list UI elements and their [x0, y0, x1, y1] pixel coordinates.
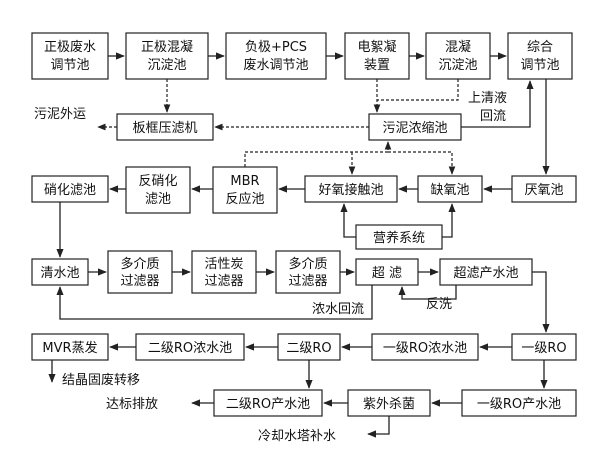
svg-text:营养系统: 营养系统 — [373, 230, 425, 246]
svg-text:活性炭: 活性炭 — [204, 257, 243, 272]
svg-text:装置: 装置 — [364, 58, 390, 73]
node-yiji-ro-chanshuichi: 一级RO产水池 — [461, 389, 577, 417]
node-haoyang-jiechuchi: 好氧接触池 — [304, 175, 398, 203]
svg-text:二级RO浓水池: 二级RO浓水池 — [148, 341, 232, 356]
node-hunning-chendianchi: 混凝 沉淀池 — [425, 32, 491, 80]
node-chaolv-chanshuichi: 超滤产水池 — [439, 258, 533, 286]
svg-text:综合: 综合 — [527, 40, 553, 55]
node-yanyangchi: 厌氧池 — [511, 175, 577, 203]
node-qingshuichi: 清水池 — [31, 258, 89, 286]
node-yiji-ro: 一级RO — [511, 333, 577, 361]
label-huiliu: 回流 — [480, 109, 506, 124]
svg-text:过滤器: 过滤器 — [120, 274, 159, 289]
label-shangqingye: 上清液 — [468, 91, 507, 106]
node-mvr-zhengfa: MVR蒸发 — [31, 333, 109, 361]
svg-text:多介质: 多介质 — [288, 256, 327, 272]
node-ziwai-shajun: 紫外杀菌 — [347, 389, 431, 417]
label-nongshui-huiliu: 浓水回流 — [312, 302, 364, 317]
label-fanxi: 反洗 — [426, 297, 452, 312]
node-duojiezhi-guolvqi-2: 多介质 过滤器 — [275, 250, 341, 294]
svg-text:调节池: 调节池 — [520, 58, 559, 73]
svg-text:硝化滤池: 硝化滤池 — [44, 183, 96, 198]
node-fanxiaohua-lvchi: 反硝化 滤池 — [125, 166, 191, 214]
node-yiji-ro-nongshuichi: 一级RO浓水池 — [371, 333, 479, 361]
node-xiaohua-lvchi: 硝化滤池 — [31, 175, 109, 203]
node-erji-ro-nongshuichi: 二级RO浓水池 — [135, 333, 245, 361]
svg-text:板框压滤机: 板框压滤机 — [132, 121, 197, 136]
svg-text:反应池: 反应池 — [225, 191, 264, 207]
svg-text:MBR: MBR — [230, 174, 259, 189]
node-yingyang-xitong: 营养系统 — [355, 224, 443, 250]
svg-text:MVR蒸发: MVR蒸发 — [42, 340, 97, 356]
node-bankuang-yalvji: 板框压滤机 — [116, 113, 214, 141]
label-jiejing-gufei: 结晶固废转移 — [62, 372, 140, 388]
svg-text:过滤器: 过滤器 — [204, 274, 243, 289]
node-fuji-pcs-tiaojiechi: 负极+PCS 废水调节池 — [225, 32, 327, 80]
svg-text:调节池: 调节池 — [50, 58, 89, 73]
svg-text:二级RO: 二级RO — [286, 341, 331, 356]
node-zhengji-tiaojiechi: 正极废水 调节池 — [31, 32, 109, 80]
svg-text:沉淀池: 沉淀池 — [438, 58, 477, 73]
svg-text:一级RO产水池: 一级RO产水池 — [477, 397, 561, 412]
svg-text:正极废水: 正极废水 — [44, 39, 96, 55]
svg-text:过滤器: 过滤器 — [288, 274, 327, 289]
svg-text:正极混凝: 正极混凝 — [141, 39, 193, 55]
label-lengque-shuita: 冷却水塔补水 — [258, 429, 336, 444]
svg-text:污泥浓缩池: 污泥浓缩池 — [382, 120, 447, 136]
node-huoxingtan-guolvqi: 活性炭 过滤器 — [191, 250, 257, 294]
svg-text:紫外杀菌: 紫外杀菌 — [363, 397, 415, 412]
svg-text:反硝化: 反硝化 — [138, 174, 177, 189]
node-zonghe-tiaojiechi: 综合 调节池 — [507, 32, 573, 80]
node-dianxuning-zhuangzhi: 电絮凝 装置 — [344, 32, 410, 80]
node-wuni-nongsuochi: 污泥浓缩池 — [368, 113, 462, 141]
node-erji-ro-chanshuichi: 二级RO产水池 — [213, 389, 323, 417]
svg-text:滤池: 滤池 — [145, 192, 171, 207]
svg-text:超 滤: 超 滤 — [372, 266, 402, 281]
svg-text:负极+PCS: 负极+PCS — [245, 40, 307, 55]
svg-text:废水调节池: 废水调节池 — [243, 57, 308, 73]
svg-text:厌氧池: 厌氧池 — [524, 183, 563, 198]
node-chaolv: 超 滤 — [355, 258, 419, 286]
svg-text:混凝: 混凝 — [445, 39, 471, 55]
node-duojiezhi-guolvqi-1: 多介质 过滤器 — [107, 250, 173, 294]
label-dabiao-paifang: 达标排放 — [106, 397, 158, 412]
node-queyangchi: 缺氧池 — [417, 175, 483, 203]
svg-text:超滤产水池: 超滤产水池 — [453, 266, 518, 281]
svg-text:二级RO产水池: 二级RO产水池 — [226, 397, 310, 412]
svg-text:缺氧池: 缺氧池 — [430, 183, 469, 198]
svg-text:多介质: 多介质 — [120, 256, 159, 272]
svg-text:电絮凝: 电絮凝 — [357, 39, 396, 55]
svg-text:好氧接触池: 好氧接触池 — [318, 182, 383, 198]
node-mbr-fanyingchi: MBR 反应池 — [212, 166, 278, 214]
svg-text:沉淀池: 沉淀池 — [147, 58, 186, 73]
svg-text:一级RO: 一级RO — [521, 341, 566, 356]
svg-text:清水池: 清水池 — [40, 266, 79, 281]
svg-text:一级RO浓水池: 一级RO浓水池 — [383, 341, 467, 356]
node-zhengji-hunning-chendianchi: 正极混凝 沉淀池 — [125, 32, 209, 80]
node-erji-ro: 二级RO — [277, 333, 341, 361]
label-wuni-waiyun: 污泥外运 — [34, 107, 86, 122]
